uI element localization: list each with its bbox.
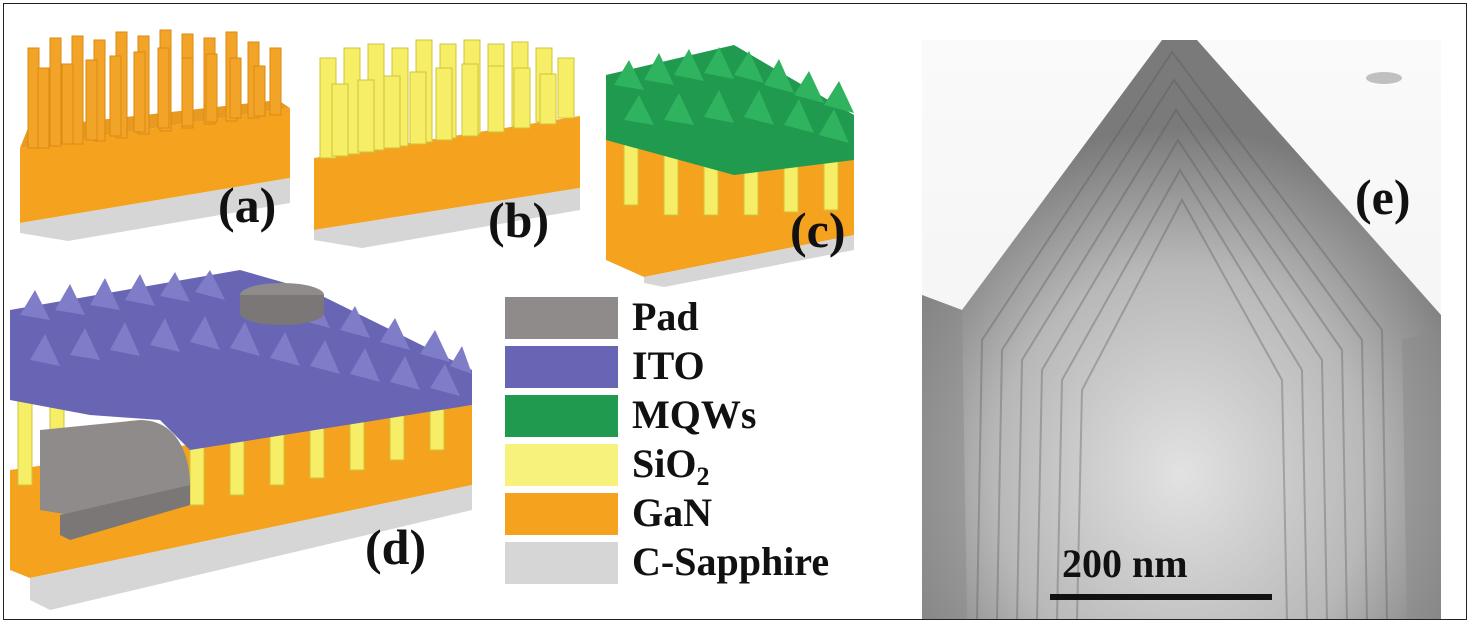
panel-a-illustration [20, 29, 290, 241]
panel-label-d: (d) [365, 519, 427, 575]
legend-swatch-sio2 [505, 444, 618, 486]
legend-item-mqws: MQWs [505, 391, 900, 440]
legend-swatch-ito [505, 346, 618, 388]
legend-swatch-sapphire [505, 542, 618, 584]
legend-item-pad: Pad [505, 293, 900, 342]
legend-label-sio2-subscript: 2 [696, 462, 710, 491]
legend-label-sio2: SiO2 [632, 440, 709, 501]
legend-label-mqws: MQWs [632, 392, 757, 437]
panel-label-a: (a) [218, 177, 277, 233]
legend-label-pad: Pad [632, 294, 699, 339]
panel-b-illustration [314, 39, 580, 248]
legend-item-sio2: SiO2 [505, 440, 900, 491]
scale-bar [1050, 594, 1272, 600]
legend-swatch-pad [505, 297, 618, 339]
legend-label-sapphire: C-Sapphire [632, 539, 830, 584]
panel-c-illustration [606, 45, 854, 287]
legend-item-sapphire: C-Sapphire [505, 538, 900, 587]
scale-bar-label: 200 nm [1062, 541, 1188, 586]
legend-label-sio2-text: SiO [632, 441, 697, 486]
legend-item-gan: GaN [505, 489, 900, 538]
legend-label-gan: GaN [632, 490, 712, 535]
panel-label-e: (e) [1355, 169, 1411, 225]
figure-frame [3, 3, 1467, 620]
panel-d-illustration [10, 270, 472, 610]
legend-swatch-gan [505, 493, 618, 535]
panel-label-b: (b) [488, 192, 550, 248]
legend: Pad ITO MQWs SiO2 GaN C-Sapphire [505, 293, 900, 587]
panel-label-c: (c) [790, 202, 846, 258]
legend-swatch-mqws [505, 395, 618, 437]
legend-label-ito: ITO [632, 343, 705, 388]
legend-item-ito: ITO [505, 342, 900, 391]
tem-micrograph [922, 40, 1441, 619]
